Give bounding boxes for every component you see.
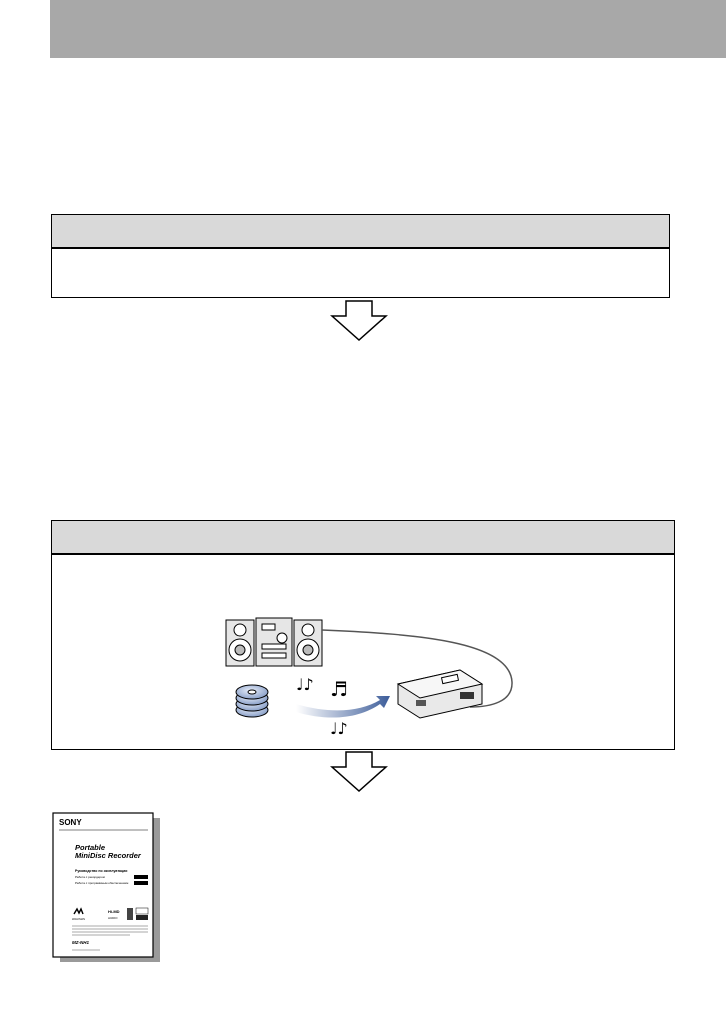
disc-stack-icon: [235, 684, 269, 718]
logo-badge-icon: [127, 908, 133, 920]
manual-line-2: Работа с программным обеспечением: [75, 881, 128, 885]
hi-md-audio-label: AUDIO: [108, 916, 118, 920]
manual-subtitle: Руководство по эксплуатации: [75, 869, 127, 873]
step-box-2-header: [52, 521, 674, 555]
manual-brand: SONY: [59, 818, 82, 827]
down-arrow-icon: [330, 751, 388, 793]
recording-illustration: ♩♪ ♬ ♩♪: [225, 617, 513, 738]
walkman-label: WALKMAN: [72, 917, 85, 921]
manual-model: MZ-NH1: [72, 940, 89, 945]
svg-text:♬: ♬: [330, 677, 348, 701]
minidisc-recorder-icon: [396, 669, 484, 719]
stereo-system-icon: [225, 617, 323, 667]
music-notes-icon: ♩♪ ♬ ♩♪: [296, 675, 348, 738]
transfer-arrow: [296, 696, 390, 718]
manual-line-1: Работа с рекордером: [75, 875, 105, 879]
down-arrow-icon: [330, 300, 388, 342]
manual-title-line2: MiniDisc Recorder: [75, 851, 142, 860]
hi-md-logo: Hi-MD: [108, 909, 120, 914]
section-header-bar: [50, 0, 726, 58]
step-box-1-header: [52, 215, 669, 249]
operating-instructions-manual: SONY Portable MiniDisc Recorder Руководс…: [52, 812, 160, 962]
svg-text:♩♪: ♩♪: [330, 719, 348, 738]
walkman-logo-icon: [73, 907, 84, 915]
step-box-1: [51, 214, 670, 298]
manual-title-line1: Portable: [75, 843, 105, 852]
svg-text:♩♪: ♩♪: [296, 675, 314, 694]
connection-cable: [321, 629, 513, 708]
